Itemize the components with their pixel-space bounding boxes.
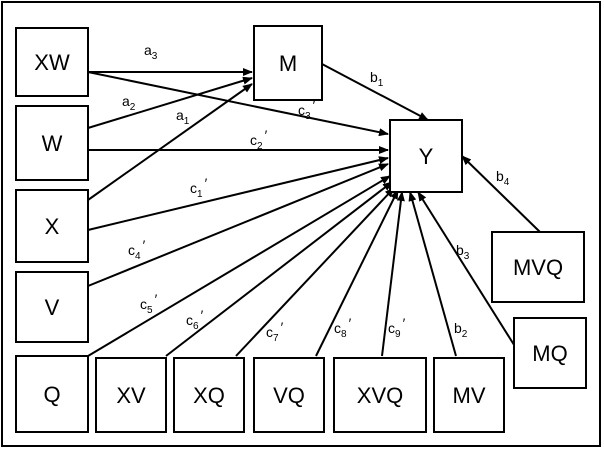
node-label-m: M — [279, 51, 297, 76]
edge-q-to-y — [87, 175, 391, 357]
edge-mq-to-y — [417, 191, 517, 349]
node-box-mvq — [491, 231, 585, 303]
edge-vq-to-y — [315, 189, 399, 357]
node-box-mv — [433, 357, 505, 433]
edge-label-vq-to-y: c8′ — [334, 315, 352, 340]
node-mq: MQ — [513, 317, 587, 389]
node-box-xq — [173, 357, 245, 433]
edge-labels-layer: a3 a2 a1 b1 c3′ c2′ c1′ c4′ c5′ c6′ c7′ c8′ c9′ b2 b3 b… — [122, 42, 510, 344]
edge-xvq-to-y — [381, 191, 405, 357]
edge-xq-to-y — [235, 187, 395, 357]
edge-v-to-y — [87, 163, 389, 287]
node-box-y — [389, 119, 463, 193]
edge-xw-to-y — [87, 71, 389, 137]
node-xvq: XVQ — [333, 357, 427, 433]
edge-label-xw-to-y: c3′ — [298, 97, 316, 122]
edge-mv-to-y — [408, 191, 457, 357]
node-xv: XV — [95, 357, 167, 433]
edge-x-to-m — [87, 83, 253, 201]
edge-label-mvq-to-y: b4 — [496, 168, 510, 188]
node-box-mq — [513, 317, 587, 389]
edges-layer — [87, 63, 541, 357]
node-label-xq: XQ — [193, 383, 225, 408]
node-box-q — [15, 355, 89, 433]
edge-label-xv-to-y: c6′ — [186, 307, 204, 332]
edge-label-v-to-y: c4′ — [128, 237, 146, 262]
node-w: W — [15, 105, 89, 181]
edge-x-to-y — [87, 156, 389, 231]
edge-label-m-to-y: b1 — [370, 69, 384, 89]
node-label-mv: MV — [453, 383, 486, 408]
node-vq: VQ — [253, 357, 325, 433]
node-q: Q — [15, 355, 89, 433]
edge-label-x-to-m: a1 — [176, 107, 190, 127]
node-label-v: V — [45, 295, 60, 320]
edge-label-q-to-y: c5′ — [140, 291, 158, 316]
edge-label-w-to-m: a2 — [122, 93, 136, 113]
node-label-xvq: XVQ — [357, 383, 403, 408]
node-label-w: W — [42, 131, 63, 156]
edge-label-mv-to-y: b2 — [454, 320, 468, 340]
node-label-mq: MQ — [532, 341, 567, 366]
node-box-v — [15, 271, 89, 343]
node-label-xv: XV — [116, 383, 146, 408]
node-y: Y — [389, 119, 463, 193]
node-label-x: X — [45, 214, 60, 239]
node-label-vq: VQ — [273, 383, 305, 408]
node-box-m — [253, 25, 323, 101]
node-label-mvq: MVQ — [513, 255, 563, 280]
node-x: X — [15, 189, 89, 263]
node-box-vq — [253, 357, 325, 433]
edge-label-x-to-y: c1′ — [190, 175, 208, 200]
node-xw: XW — [15, 27, 89, 97]
node-box-xw — [15, 27, 89, 97]
edge-label-w-to-y: c2′ — [250, 127, 268, 152]
edge-label-xvq-to-y: c9′ — [388, 315, 406, 340]
edge-label-mq-to-y: b3 — [456, 242, 470, 262]
node-box-xvq — [333, 357, 427, 433]
node-v: V — [15, 271, 89, 343]
node-mv: MV — [433, 357, 505, 433]
edge-label-xw-to-m: a3 — [144, 42, 158, 62]
node-label-q: Q — [43, 382, 60, 407]
node-xq: XQ — [173, 357, 245, 433]
edge-mvq-to-y — [461, 155, 541, 233]
edge-xv-to-y — [165, 181, 393, 357]
node-box-x — [15, 189, 89, 263]
node-box-w — [15, 105, 89, 181]
edge-m-to-y — [321, 63, 429, 121]
node-label-y: Y — [419, 144, 434, 169]
edge-label-xq-to-y: c7′ — [266, 319, 284, 344]
node-label-xw: XW — [34, 50, 70, 75]
node-box-xv — [95, 357, 167, 433]
node-mvq: MVQ — [491, 231, 585, 303]
edge-w-to-m — [87, 76, 253, 129]
node-m: M — [253, 25, 323, 101]
